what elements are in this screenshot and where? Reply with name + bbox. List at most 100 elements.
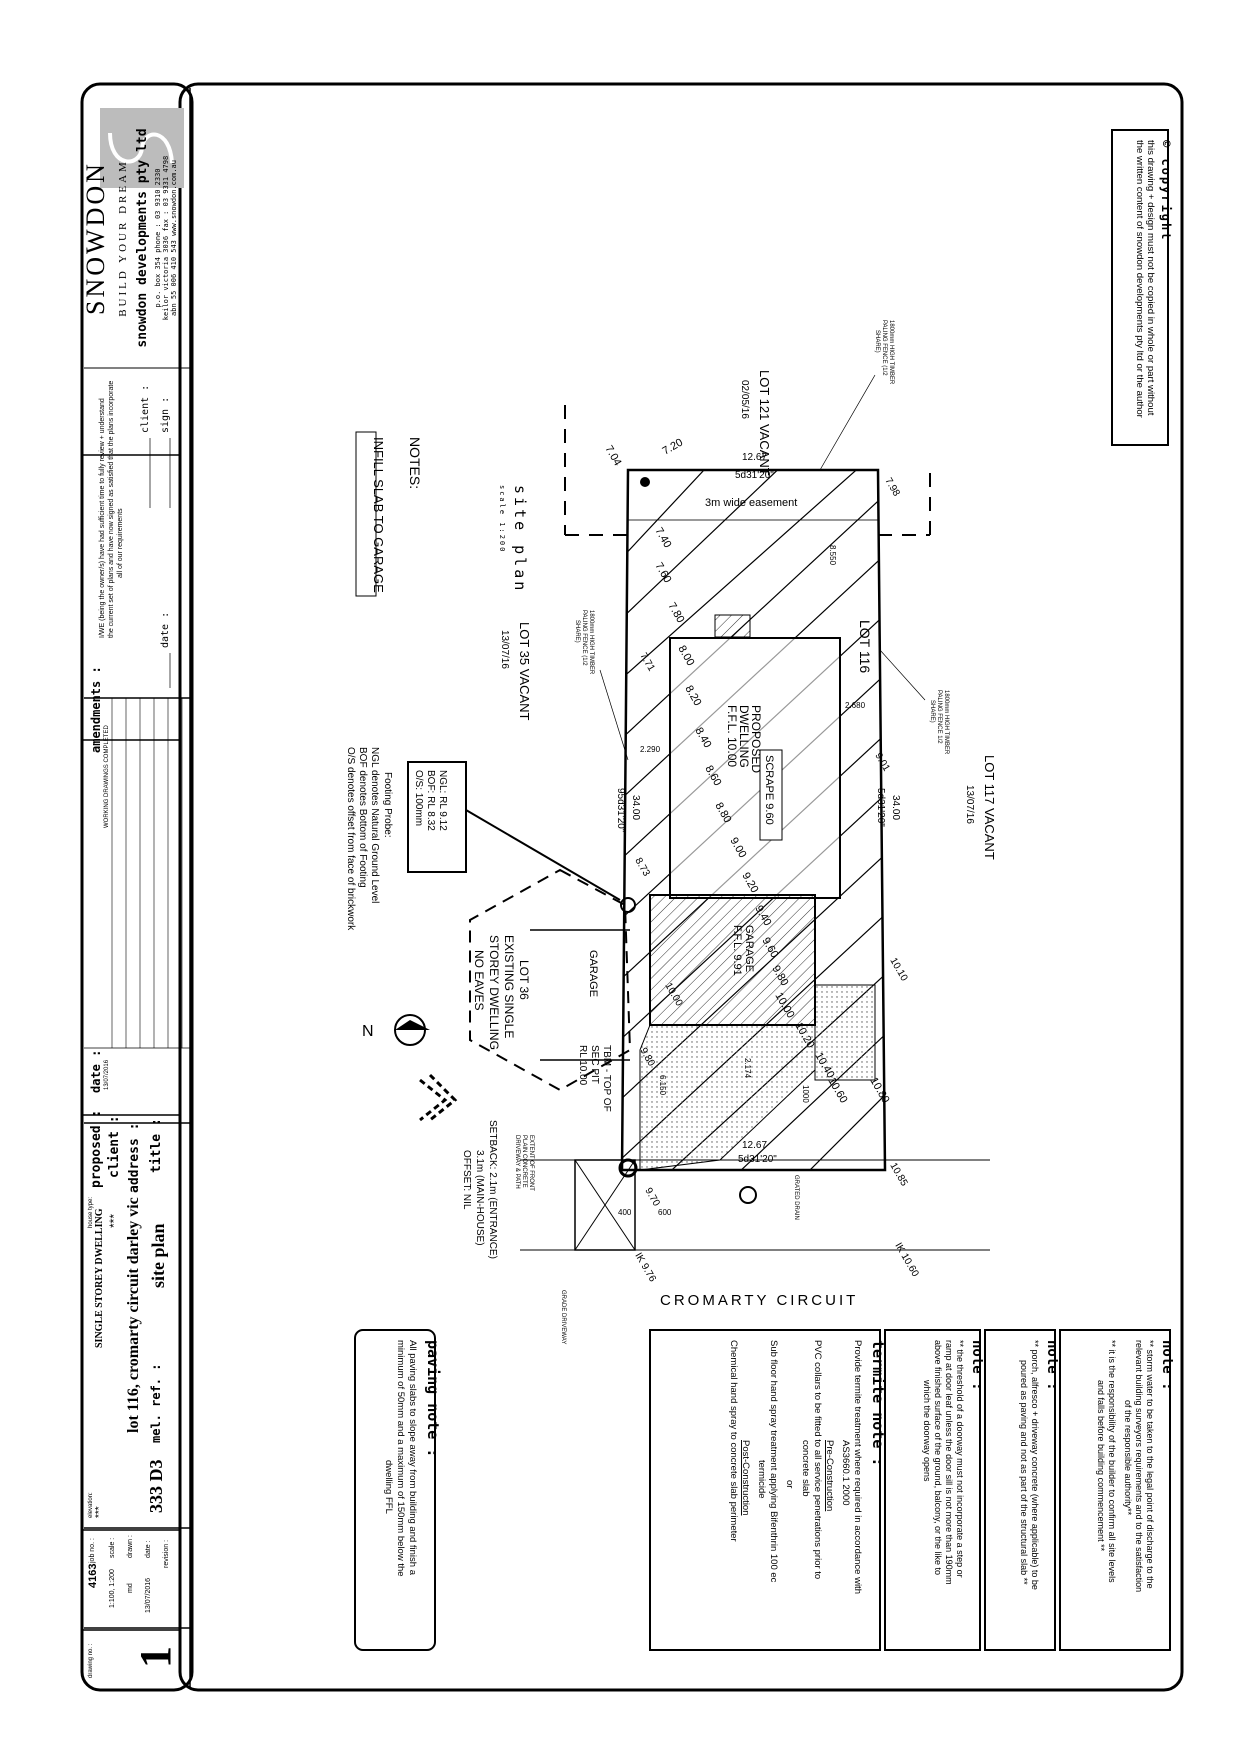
note-porch-box: [984, 1329, 1056, 1651]
dim-400: 400: [618, 1208, 632, 1217]
fence-top-line-3: SHARE): [874, 330, 880, 353]
north-arrow-needle: [395, 1020, 430, 1030]
client-sign-label: client :: [140, 385, 151, 433]
pit-circle: [739, 1186, 757, 1204]
dim-bottom-bearing: 5d31'20": [738, 1154, 777, 1165]
tbm-circle: [620, 897, 636, 913]
drawn-value: md: [127, 1583, 134, 1593]
north-marker-icon: [419, 1073, 458, 1122]
setback-line-3: OFFSET: NIL: [461, 1150, 472, 1210]
house-type-label: house type:: [88, 1197, 94, 1228]
lot36-line-4: NO EAVES: [472, 950, 486, 1010]
easement-label: 3m wide easement: [705, 497, 797, 509]
termite-line-3: Pre-Construction: [824, 1440, 835, 1511]
termite-line-4: PVC collars to be fitted to all service …: [812, 1340, 823, 1579]
note-threshold-line-3: above finished surface of the ground, ba…: [933, 1340, 943, 1575]
garage-line-1: GARAGE: [743, 925, 755, 972]
fence-left-line-2: PALING FENCE (1/2: [581, 610, 587, 666]
footing-line-3: O/S denotes offset from face of brickwor…: [345, 747, 356, 931]
note-porch-heading: note :: [1044, 1340, 1060, 1391]
note-threshold-heading: note :: [969, 1340, 985, 1391]
melref-value: 333 D3: [146, 1460, 166, 1514]
contour-7-80: 7.80: [665, 601, 686, 626]
dim-right-length: 34.00: [890, 795, 901, 820]
tbm-line-1: TBM - TOP OF: [601, 1045, 612, 1112]
paving-line-1: All paving slabs to slope away from buil…: [407, 1340, 418, 1576]
extent-line-3: DRIVEWAY & PATH: [514, 1135, 520, 1189]
existing-dwelling-outline: [469, 868, 632, 1092]
spot-9-70: 9.70: [642, 1186, 661, 1209]
dim-2174: 2.174: [743, 1058, 752, 1079]
drawing-area-border: [178, 82, 1184, 1692]
proposed-label: proposed :: [89, 1110, 104, 1188]
copyright-text: © copyright this drawing + design must n…: [1134, 140, 1173, 419]
footing-heading: Footing Probe:: [382, 772, 393, 838]
dim-bottom-length: 12.67: [742, 1140, 767, 1151]
garage-line-2: F.F.L. 9.91: [731, 925, 743, 976]
termite-line-10: Chemical hand spray to concrete slab per…: [728, 1340, 739, 1542]
amendments-label: amendments :: [89, 666, 103, 753]
garage: [649, 894, 816, 1026]
dim-600: 600: [658, 1208, 672, 1217]
spot-7-98: 7.98: [882, 476, 901, 499]
extent-line-1: EXTENT OF FRONT: [528, 1135, 534, 1191]
termite-heading: termite note :: [869, 1340, 887, 1466]
declaration-line-1: I/WE (being the owner/s) have had suffic…: [99, 398, 106, 638]
dim-2680: 2.680: [845, 701, 866, 710]
site-plan-title: site plan: [511, 485, 529, 593]
paving-line-2: minimum of 50mm and a maximum of 150mm b…: [395, 1340, 406, 1577]
garage-side-label: GARAGE: [587, 950, 599, 997]
porch: [814, 984, 876, 1081]
contour-10-80: 10.80: [867, 1076, 891, 1106]
extent-line-2: PLAIN CONCRETE: [521, 1135, 527, 1188]
lot35-date: 13/07/16: [499, 630, 510, 669]
client-value: ***: [107, 1214, 121, 1228]
amendment-date: 13/07/2016: [104, 1059, 110, 1090]
footing-line-2: BOF denotes Bottom of Footing: [357, 747, 368, 888]
note-threshold-line-1: ** the threshold of a doorway must not i…: [955, 1340, 965, 1578]
note-general-line-4: ** it is the responsibility of the build…: [1107, 1340, 1117, 1583]
company-name: snowdon developments pty ltd: [135, 128, 150, 347]
drawn-label: drawn :: [127, 1535, 134, 1558]
ik-left: IK 9.76: [632, 1251, 658, 1284]
amendments-date-label: date :: [89, 1050, 103, 1093]
company-contact-3: abn 55 006 410 543 www.snowdon.com.au: [170, 160, 178, 316]
fence-right-line-2: PALING FENCE 1/2: [936, 690, 942, 744]
amendment-row: WORKING DRAWINGS COMPLETED: [104, 725, 110, 828]
notes-heading: NOTES:: [407, 437, 423, 489]
copyright-box: [1111, 129, 1169, 446]
scrape-box: [759, 749, 783, 841]
melref-label: mel. ref. :: [149, 1364, 163, 1443]
note-threshold-line-2: ramp at door leaf unless the door sill i…: [944, 1340, 954, 1585]
termite-line-1: Provide termite treatment where required…: [852, 1340, 863, 1594]
tbm-line-3: RL 10.00: [577, 1045, 588, 1086]
crossover: [574, 1159, 636, 1251]
spot-9-01: 9.01: [872, 751, 891, 774]
scrape-label: SCRAPE 9.60: [763, 755, 775, 825]
dwelling-line-2: DWELLING: [737, 705, 751, 768]
footing-box-line-2: BOF: RL 8.32: [425, 770, 436, 831]
lot117-date: 13/07/16: [964, 785, 975, 824]
easement-strip: [627, 469, 879, 521]
elevation-value: ***: [94, 1506, 105, 1518]
lot121-date: 02/05/16: [739, 380, 750, 419]
title-label: title :: [149, 1118, 164, 1173]
footing-box-line-3: O/S: 100mm: [413, 770, 424, 826]
elevation-label: elevation:: [88, 1492, 94, 1518]
drawing-no: 1: [131, 1646, 180, 1668]
job-no: 4163: [87, 1564, 99, 1588]
neighbour-boundaries: [564, 405, 931, 536]
dim-8550: 8.550: [828, 545, 837, 566]
dim-left-bearing: 95d31'20": [615, 788, 626, 833]
dwelling-line-3: F.F.L. 10.00: [725, 705, 739, 767]
note-general-box: [1059, 1329, 1171, 1651]
scale-label: scale :: [109, 1538, 116, 1558]
contour-7-40: 7.40: [652, 526, 673, 551]
note-threshold-line-4: which the doorway opens: [922, 1379, 932, 1482]
note-general-line-5: and falls before building commencement *…: [1096, 1380, 1106, 1552]
declaration-line-3: all of our requirements: [117, 508, 124, 578]
declaration-line-2: the current set of plans and have now si…: [108, 381, 115, 638]
spot-8-73: 8.73: [632, 856, 651, 879]
company-contact-2: keilor victoria 3036 fax : 03 9331 4798: [162, 156, 170, 320]
